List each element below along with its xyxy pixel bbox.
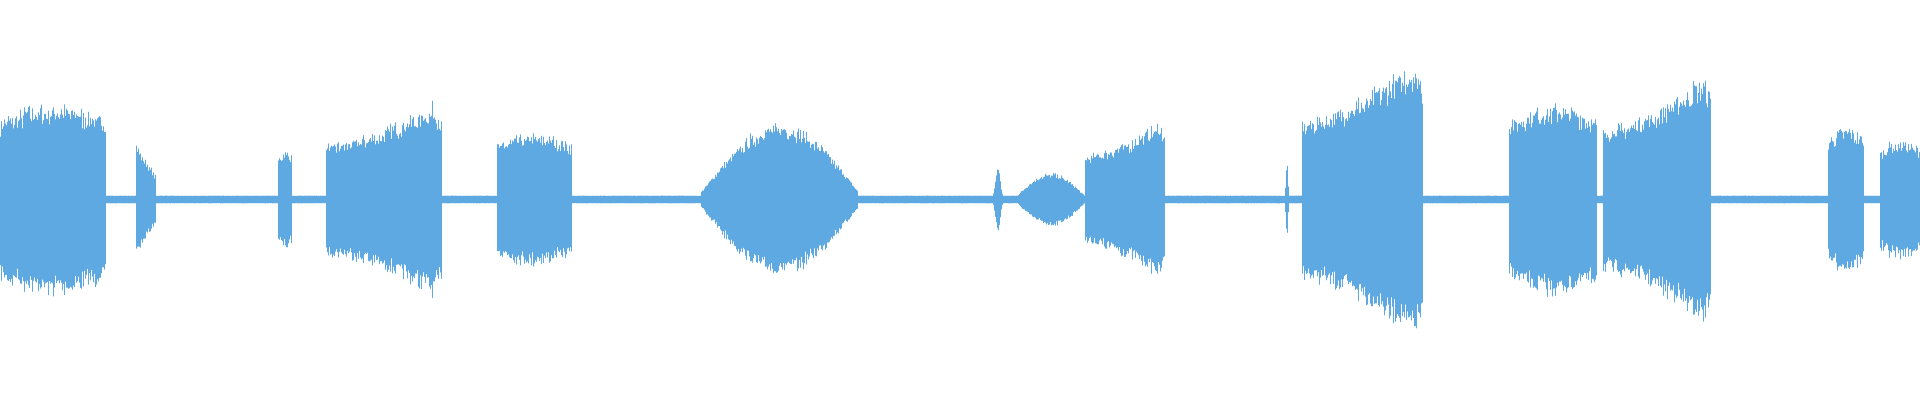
- waveform-path: [0, 71, 1920, 329]
- waveform-bars: [0, 71, 1920, 329]
